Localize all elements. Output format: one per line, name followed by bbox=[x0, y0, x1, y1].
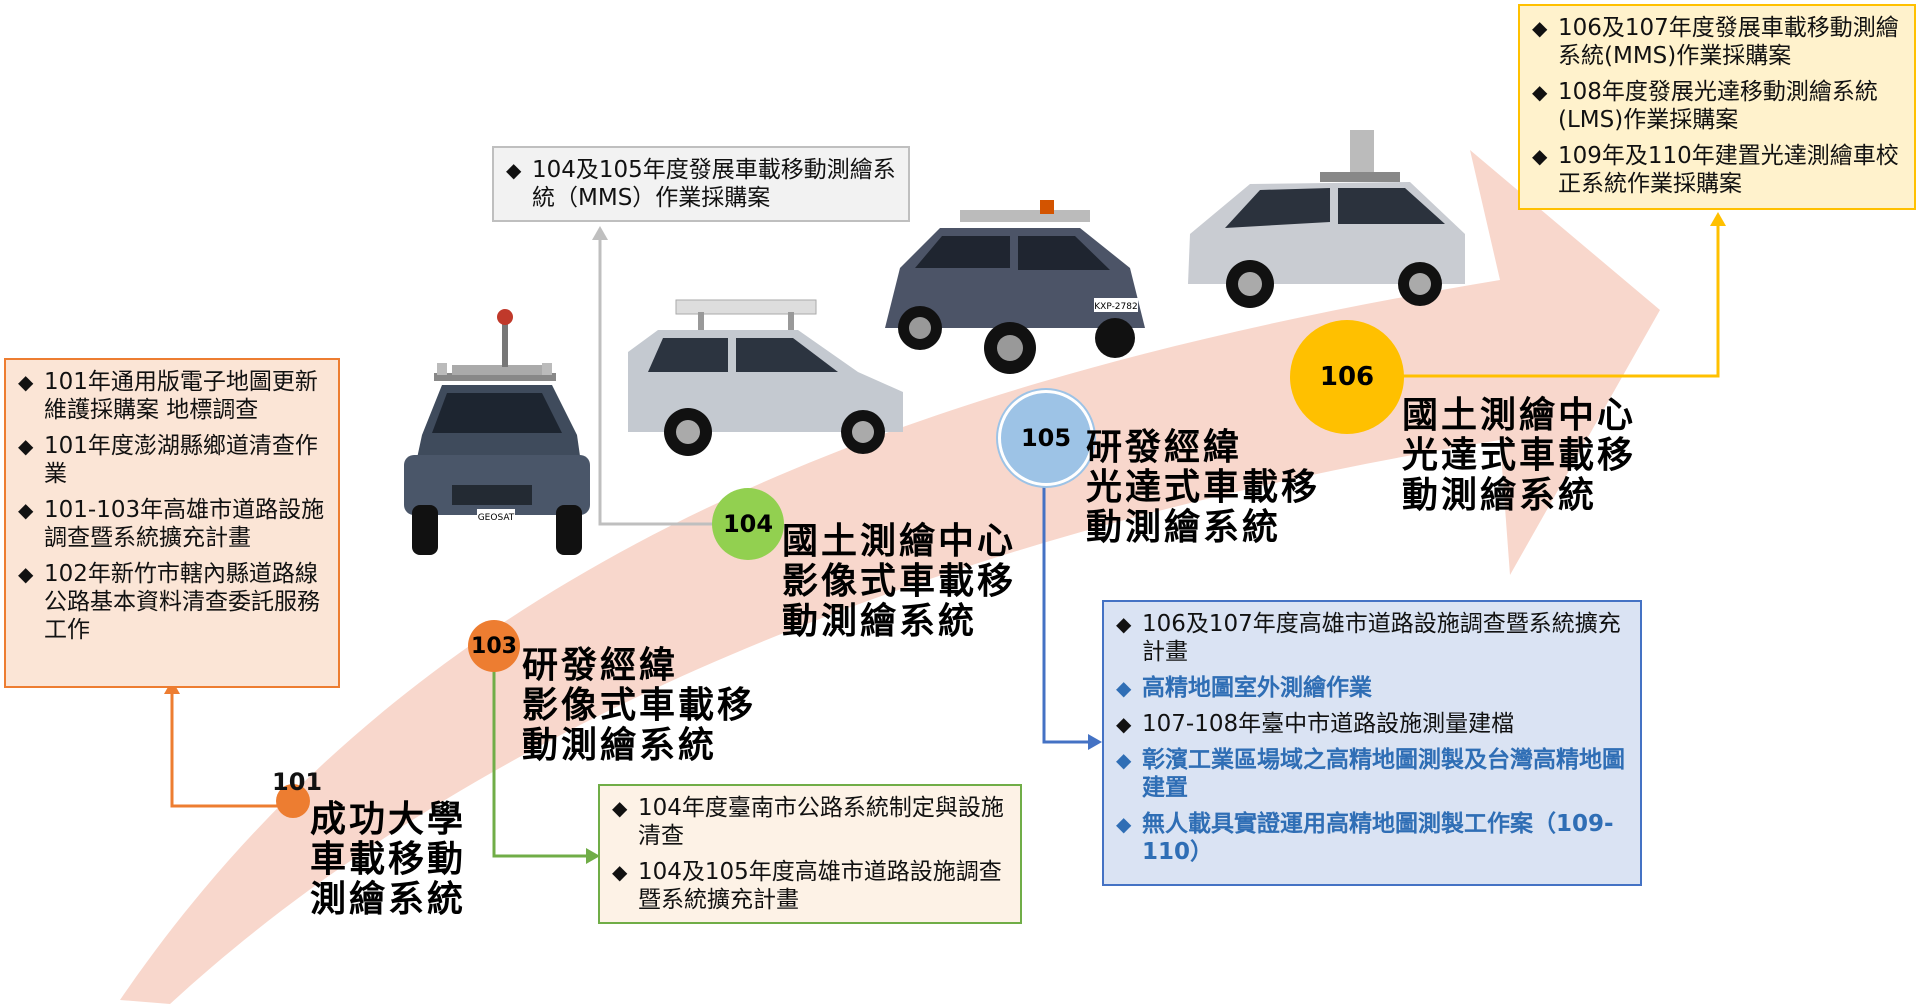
project-list-104: ◆ 104及105年度發展車載移動測繪系統（MMS）作業採購案 bbox=[506, 156, 896, 212]
survey-car-1: GEOSAT bbox=[404, 309, 590, 555]
list-item: ◆ 彰濱工業區場域之高精地圖測製及台灣高精地圖建置 bbox=[1116, 746, 1628, 802]
bullet-icon: ◆ bbox=[506, 158, 522, 182]
bullet-icon: ◆ bbox=[1116, 612, 1132, 636]
milestone-node-104: 104 bbox=[712, 488, 784, 560]
list-item: ◆ 104及105年度發展車載移動測繪系統（MMS）作業採購案 bbox=[506, 156, 896, 212]
car-plate-1: GEOSAT bbox=[478, 513, 515, 523]
survey-car-4 bbox=[1188, 130, 1465, 308]
item-text: 無人載具實證運用高精地圖測製工作案（109-110） bbox=[1142, 811, 1614, 865]
milestone-year-101: 101 bbox=[272, 768, 323, 796]
project-box-106: ◆ 106及107年度發展車載移動測繪系統(MMS)作業採購案 ◆ 108年度發展光… bbox=[1518, 4, 1916, 210]
item-text: 101年通用版電子地圖更新維護採購案 地標調查 bbox=[44, 369, 318, 423]
bullet-icon: ◆ bbox=[1116, 676, 1132, 700]
bullet-icon: ◆ bbox=[1116, 748, 1132, 772]
milestone-title-106: 國土測繪中心 光達式車載移 動測繪系統 bbox=[1402, 395, 1637, 516]
project-box-105: ◆ 106及107年度高雄市道路設施調查暨系統擴充計畫 ◆ 高精地圖室外測繪作業 ◆… bbox=[1102, 600, 1642, 886]
item-text: 彰濱工業區場域之高精地圖測製及台灣高精地圖建置 bbox=[1142, 747, 1625, 801]
connector-105 bbox=[1042, 472, 1090, 744]
project-list-103: ◆ 104年度臺南市公路系統制定與設施清查 ◆ 104及105年度高雄市道路設施調查… bbox=[612, 794, 1008, 914]
connector-106 bbox=[1402, 222, 1720, 378]
bullet-icon: ◆ bbox=[612, 796, 628, 820]
milestone-title-101: 成功大學 車載移動 測繪系統 bbox=[310, 799, 467, 920]
project-box-103: ◆ 104年度臺南市公路系統制定與設施清查 ◆ 104及105年度高雄市道路設施調查… bbox=[598, 784, 1022, 924]
milestone-node-105: 105 bbox=[998, 390, 1094, 486]
list-item: ◆ 106及107年度發展車載移動測繪系統(MMS)作業採購案 bbox=[1532, 14, 1902, 70]
item-text: 102年新竹市轄內縣道路線公路基本資料清查委託服務工作 bbox=[44, 561, 320, 643]
arrowhead-104 bbox=[592, 226, 608, 240]
bullet-icon: ◆ bbox=[1116, 712, 1132, 736]
project-list-106: ◆ 106及107年度發展車載移動測繪系統(MMS)作業採購案 ◆ 108年度發展光… bbox=[1532, 14, 1902, 198]
item-text: 高精地圖室外測繪作業 bbox=[1142, 675, 1372, 701]
item-text: 104及105年度高雄市道路設施調查暨系統擴充計畫 bbox=[638, 859, 1002, 913]
item-text: 106及107年度發展車載移動測繪系統(MMS)作業採購案 bbox=[1558, 15, 1899, 69]
list-item: ◆ 101年通用版電子地圖更新維護採購案 地標調查 bbox=[18, 368, 326, 424]
bullet-icon: ◆ bbox=[1532, 144, 1548, 168]
survey-car-2 bbox=[628, 299, 903, 456]
project-list-101: ◆ 101年通用版電子地圖更新維護採購案 地標調查 ◆ 101年度澎湖縣鄉道清查作業… bbox=[18, 368, 326, 644]
item-text: 109年及110年建置光達測繪車校正系統作業採購案 bbox=[1558, 143, 1899, 197]
milestone-node-103: 103 bbox=[468, 620, 520, 672]
list-item: ◆ 無人載具實證運用高精地圖測製工作案（109-110） bbox=[1116, 810, 1628, 866]
growth-arrow bbox=[120, 150, 1660, 1004]
list-item: ◆ 108年度發展光達移動測繪系統(LMS)作業採購案 bbox=[1532, 78, 1902, 134]
list-item: ◆ 106及107年度高雄市道路設施調查暨系統擴充計畫 bbox=[1116, 610, 1628, 666]
project-box-101: ◆ 101年通用版電子地圖更新維護採購案 地標調查 ◆ 101年度澎湖縣鄉道清查作業… bbox=[4, 358, 340, 688]
milestone-node-106: 106 bbox=[1290, 320, 1404, 434]
item-text: 101年度澎湖縣鄉道清查作業 bbox=[44, 433, 318, 487]
connector-103 bbox=[492, 660, 588, 858]
item-text: 104年度臺南市公路系統制定與設施清查 bbox=[638, 795, 1004, 849]
bullet-icon: ◆ bbox=[18, 370, 34, 394]
car-plate-3: KXP-2782 bbox=[1094, 302, 1137, 312]
bullet-icon: ◆ bbox=[1116, 812, 1132, 836]
milestone-node-101 bbox=[276, 784, 310, 818]
bullet-icon: ◆ bbox=[1532, 80, 1548, 104]
connector-101 bbox=[170, 690, 292, 808]
item-text: 108年度發展光達移動測繪系統(LMS)作業採購案 bbox=[1558, 79, 1878, 133]
bullet-icon: ◆ bbox=[612, 860, 628, 884]
list-item: ◆ 101-103年高雄市道路設施調查暨系統擴充計畫 bbox=[18, 496, 326, 552]
item-text: 101-103年高雄市道路設施調查暨系統擴充計畫 bbox=[44, 497, 325, 551]
milestone-title-105: 研發經緯 光達式車載移 動測繪系統 bbox=[1086, 427, 1321, 548]
bullet-icon: ◆ bbox=[1532, 16, 1548, 40]
item-text: 107-108年臺中市道路設施測量建檔 bbox=[1142, 711, 1515, 737]
list-item: ◆ 高精地圖室外測繪作業 bbox=[1116, 674, 1628, 702]
list-item: ◆ 109年及110年建置光達測繪車校正系統作業採購案 bbox=[1532, 142, 1902, 198]
list-item: ◆ 107-108年臺中市道路設施測量建檔 bbox=[1116, 710, 1628, 738]
list-item: ◆ 104及105年度高雄市道路設施調查暨系統擴充計畫 bbox=[612, 858, 1008, 914]
milestone-title-103: 研發經緯 影像式車載移 動測繪系統 bbox=[522, 645, 757, 766]
survey-car-3: KXP-2782 bbox=[885, 200, 1145, 374]
connector-104 bbox=[598, 236, 716, 526]
bullet-icon: ◆ bbox=[18, 498, 34, 522]
arrowhead-103 bbox=[586, 848, 600, 864]
list-item: ◆ 104年度臺南市公路系統制定與設施清查 bbox=[612, 794, 1008, 850]
milestone-title-104: 國土測繪中心 影像式車載移 動測繪系統 bbox=[782, 521, 1017, 642]
bullet-icon: ◆ bbox=[18, 562, 34, 586]
bullet-icon: ◆ bbox=[18, 434, 34, 458]
list-item: ◆ 102年新竹市轄內縣道路線公路基本資料清查委託服務工作 bbox=[18, 560, 326, 644]
arrowhead-105 bbox=[1088, 734, 1102, 750]
arrowhead-106 bbox=[1710, 212, 1726, 226]
project-box-104: ◆ 104及105年度發展車載移動測繪系統（MMS）作業採購案 bbox=[492, 146, 910, 222]
list-item: ◆ 101年度澎湖縣鄉道清查作業 bbox=[18, 432, 326, 488]
project-list-105: ◆ 106及107年度高雄市道路設施調查暨系統擴充計畫 ◆ 高精地圖室外測繪作業 ◆… bbox=[1116, 610, 1628, 866]
item-text: 104及105年度發展車載移動測繪系統（MMS）作業採購案 bbox=[532, 157, 896, 211]
item-text: 106及107年度高雄市道路設施調查暨系統擴充計畫 bbox=[1142, 611, 1621, 665]
